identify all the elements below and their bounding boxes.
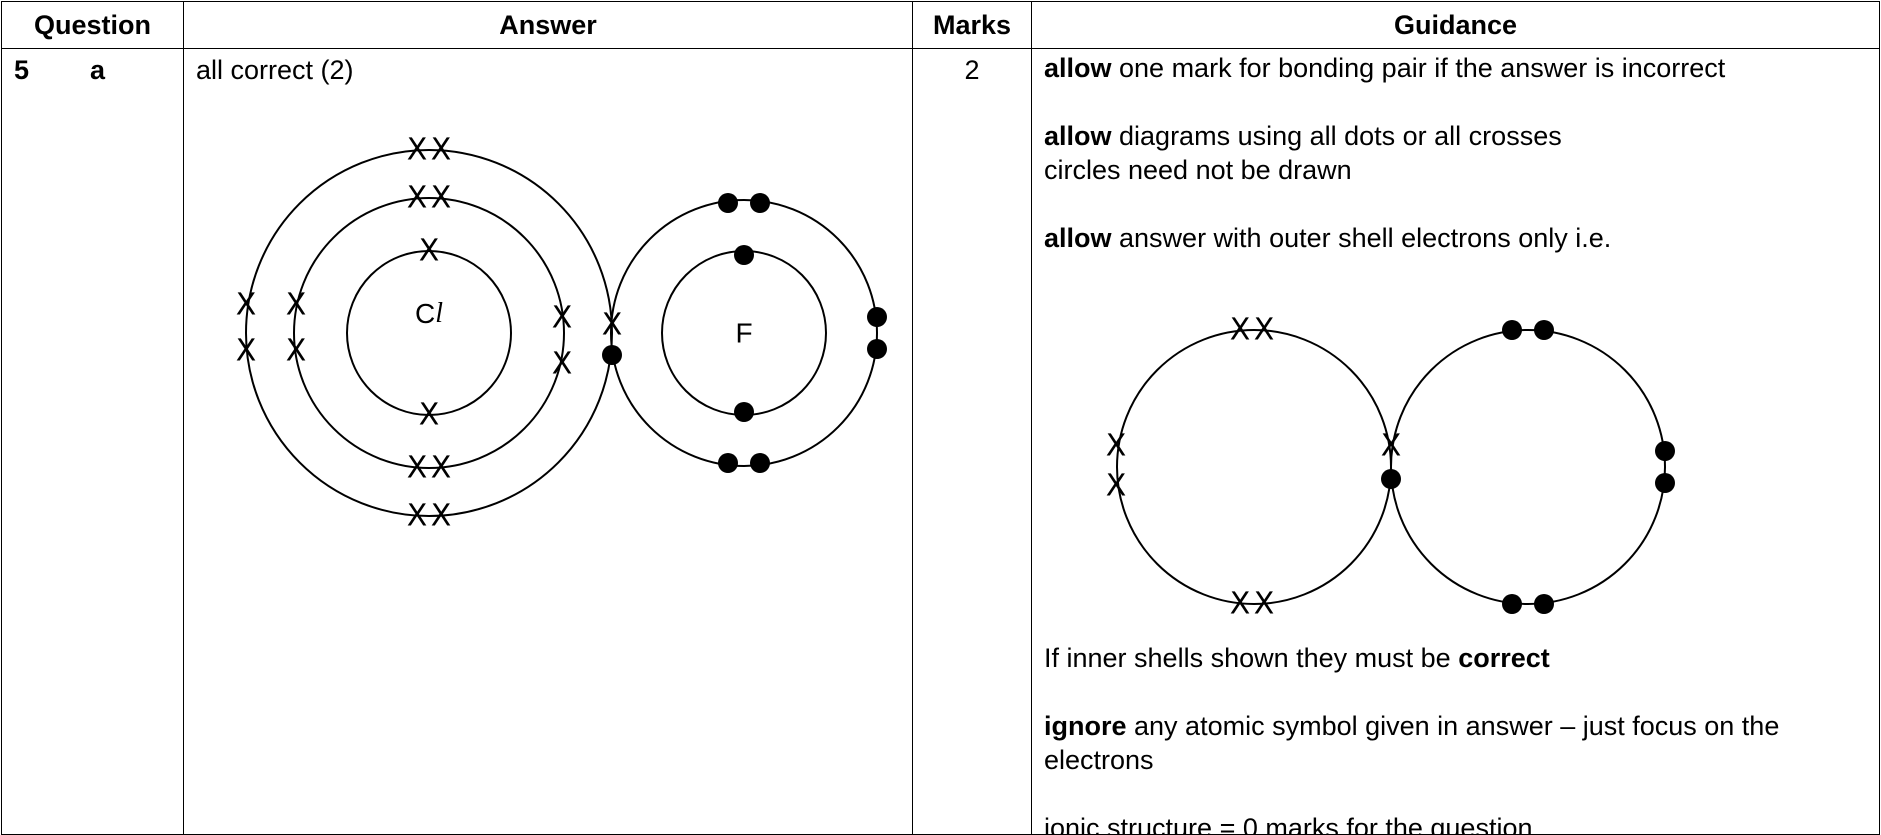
guidance-keyword: ignore — [1044, 711, 1127, 741]
dot-electron — [602, 345, 622, 365]
f-outer-shell — [610, 199, 878, 467]
guidance-line: electrons — [1044, 745, 1154, 775]
cross-electron: X — [1381, 429, 1402, 464]
cl-inner-shell — [346, 250, 512, 416]
cross-electron: X — [236, 334, 257, 369]
cross-electron: X — [286, 334, 307, 369]
question-part: a — [90, 55, 106, 85]
clf-full-dot-cross-diagram: Cl F X X X X X X X X X X X — [236, 133, 887, 534]
cross-electron: X — [1230, 587, 1251, 622]
header-answer: Answer — [183, 1, 913, 49]
cross-electron: X — [407, 499, 428, 534]
fluorine-symbol: F — [735, 318, 752, 349]
cross-electron: X — [1106, 469, 1127, 504]
guidance-line: allow one mark for bonding pair if the a… — [1044, 53, 1726, 83]
header-row: Question Answer Marks Guidance — [1, 1, 1880, 49]
cross-electron: X — [552, 347, 573, 382]
guidance-line: If inner shells shown they must be corre… — [1044, 643, 1550, 673]
dot-electron — [867, 307, 887, 327]
marks-cell: 2 — [912, 48, 1032, 835]
dot-electron — [734, 245, 754, 265]
dot-electron — [1534, 594, 1554, 614]
cross-electron: X — [1230, 313, 1251, 348]
cross-electron: X — [236, 288, 257, 323]
dot-electron — [718, 193, 738, 213]
dot-electron — [734, 402, 754, 422]
guidance-keyword: allow — [1044, 223, 1112, 253]
cross-electron: X — [1106, 429, 1127, 464]
dot-electron — [718, 453, 738, 473]
marks-value: 2 — [964, 55, 980, 85]
cross-electron: X — [419, 398, 440, 433]
cross-electron: X — [431, 451, 452, 486]
table-row: 5 a all correct (2) — [1, 48, 1880, 835]
dot-electron — [1655, 473, 1675, 493]
cross-electron: X — [602, 308, 623, 343]
cl-outer-shell — [1116, 329, 1392, 605]
cross-electron: X — [407, 181, 428, 216]
dot-electron — [750, 453, 770, 473]
guidance-line: allow diagrams using all dots or all cro… — [1044, 121, 1562, 151]
cross-electron: X — [419, 234, 440, 269]
guidance-keyword: allow — [1044, 121, 1112, 151]
guidance-cell: allow one mark for bonding pair if the a… — [1031, 48, 1880, 835]
question-cell: 5 a — [1, 48, 184, 835]
chlorine-symbol: Cl — [415, 298, 443, 329]
cross-electron: X — [286, 288, 307, 323]
clf-outer-shell-diagram: X X X X X X X — [1106, 313, 1675, 622]
dot-electron — [1534, 320, 1554, 340]
dot-electron — [1381, 469, 1401, 489]
guidance-line: allow answer with outer shell electrons … — [1044, 223, 1612, 253]
answer-text: all correct (2) — [196, 55, 354, 85]
dot-electron — [867, 339, 887, 359]
guidance-line: ionic structure = 0 marks for the questi… — [1044, 813, 1533, 834]
dot-electron — [1655, 441, 1675, 461]
cl-middle-shell — [293, 197, 565, 469]
header-marks: Marks — [912, 1, 1032, 49]
guidance-line: circles need not be drawn — [1044, 155, 1352, 185]
cross-electron: X — [1254, 587, 1275, 622]
cross-electron: X — [552, 301, 573, 336]
cross-electron: X — [1254, 313, 1275, 348]
dot-electron — [1502, 320, 1522, 340]
guidance-line: ignore any atomic symbol given in answer… — [1044, 711, 1780, 741]
guidance-keyword: correct — [1458, 643, 1550, 673]
question-number: 5 — [14, 55, 30, 85]
cross-electron: X — [431, 181, 452, 216]
guidance-keyword: allow — [1044, 53, 1112, 83]
header-guidance: Guidance — [1031, 1, 1880, 49]
f-outer-shell — [1390, 329, 1666, 605]
answer-cell: all correct (2) Cl F X — [183, 48, 913, 835]
cross-electron: X — [431, 499, 452, 534]
cross-electron: X — [407, 133, 428, 168]
header-question: Question — [1, 1, 184, 49]
cross-electron: X — [407, 451, 428, 486]
dot-electron — [1502, 594, 1522, 614]
dot-electron — [750, 193, 770, 213]
cross-electron: X — [431, 133, 452, 168]
